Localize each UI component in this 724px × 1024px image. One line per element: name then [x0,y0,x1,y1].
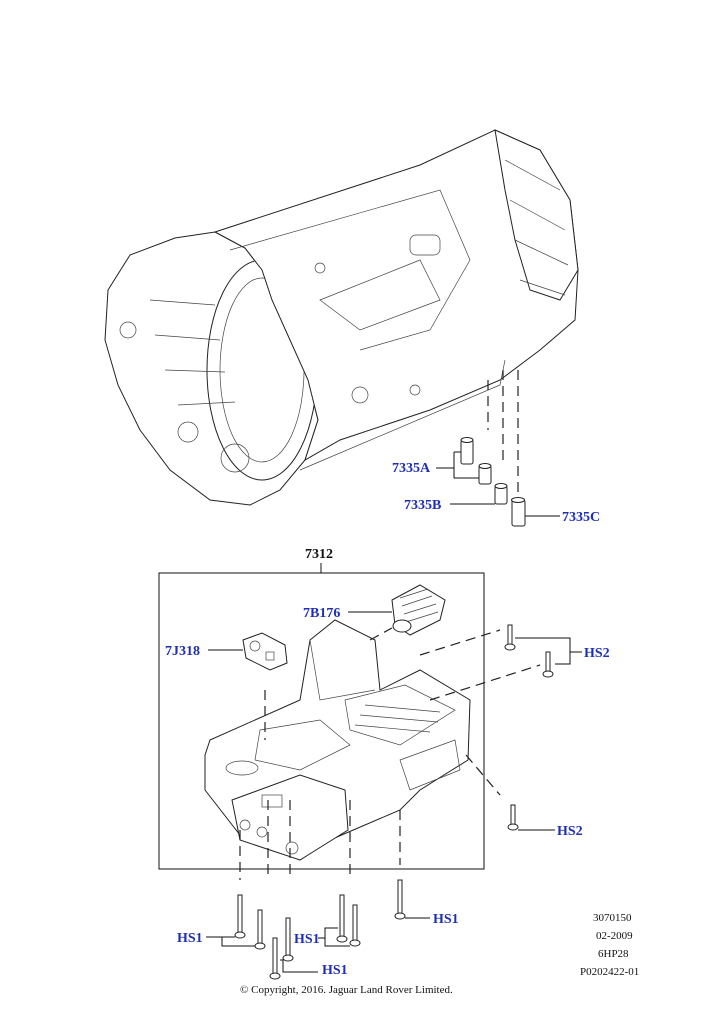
plug-7335C [511,497,526,527]
callout-hs2-upper[interactable]: HS2 [584,646,610,661]
transmission-illustration [104,129,579,506]
callout-hs1-bottom[interactable]: HS1 [322,963,348,978]
sleeve-7B176 [391,584,446,636]
bolt-hs1-group [234,879,406,980]
callout-7335C[interactable]: 7335C [562,510,600,525]
connector-7J318 [242,632,288,671]
bolt-hs2-upper-b [542,651,554,678]
callout-7335A[interactable]: 7335A [392,461,431,476]
callout-7312[interactable]: 7312 [305,547,333,562]
model-code: 6HP28 [598,948,629,960]
valve-body-illustration [204,619,471,861]
callout-7B176[interactable]: 7B176 [303,606,340,621]
illustration-code: P0202422-01 [580,966,639,978]
callout-hs1-left[interactable]: HS1 [177,931,203,946]
date-code: 02-2009 [596,930,633,942]
callout-hs1-middle[interactable]: HS1 [294,932,320,947]
plug-7335B [494,483,508,505]
callout-7335B[interactable]: 7335B [404,498,441,513]
plug-7335A [460,437,492,485]
callout-7J318[interactable]: 7J318 [165,644,200,659]
callout-hs2-lower[interactable]: HS2 [557,824,583,839]
bolt-hs2-lower [507,804,519,831]
reference-number: 3070150 [593,912,632,924]
bolt-hs2-upper-a [504,624,516,651]
copyright-text: © Copyright, 2016. Jaguar Land Rover Lim… [240,984,453,996]
callout-hs1-right[interactable]: HS1 [433,912,459,927]
